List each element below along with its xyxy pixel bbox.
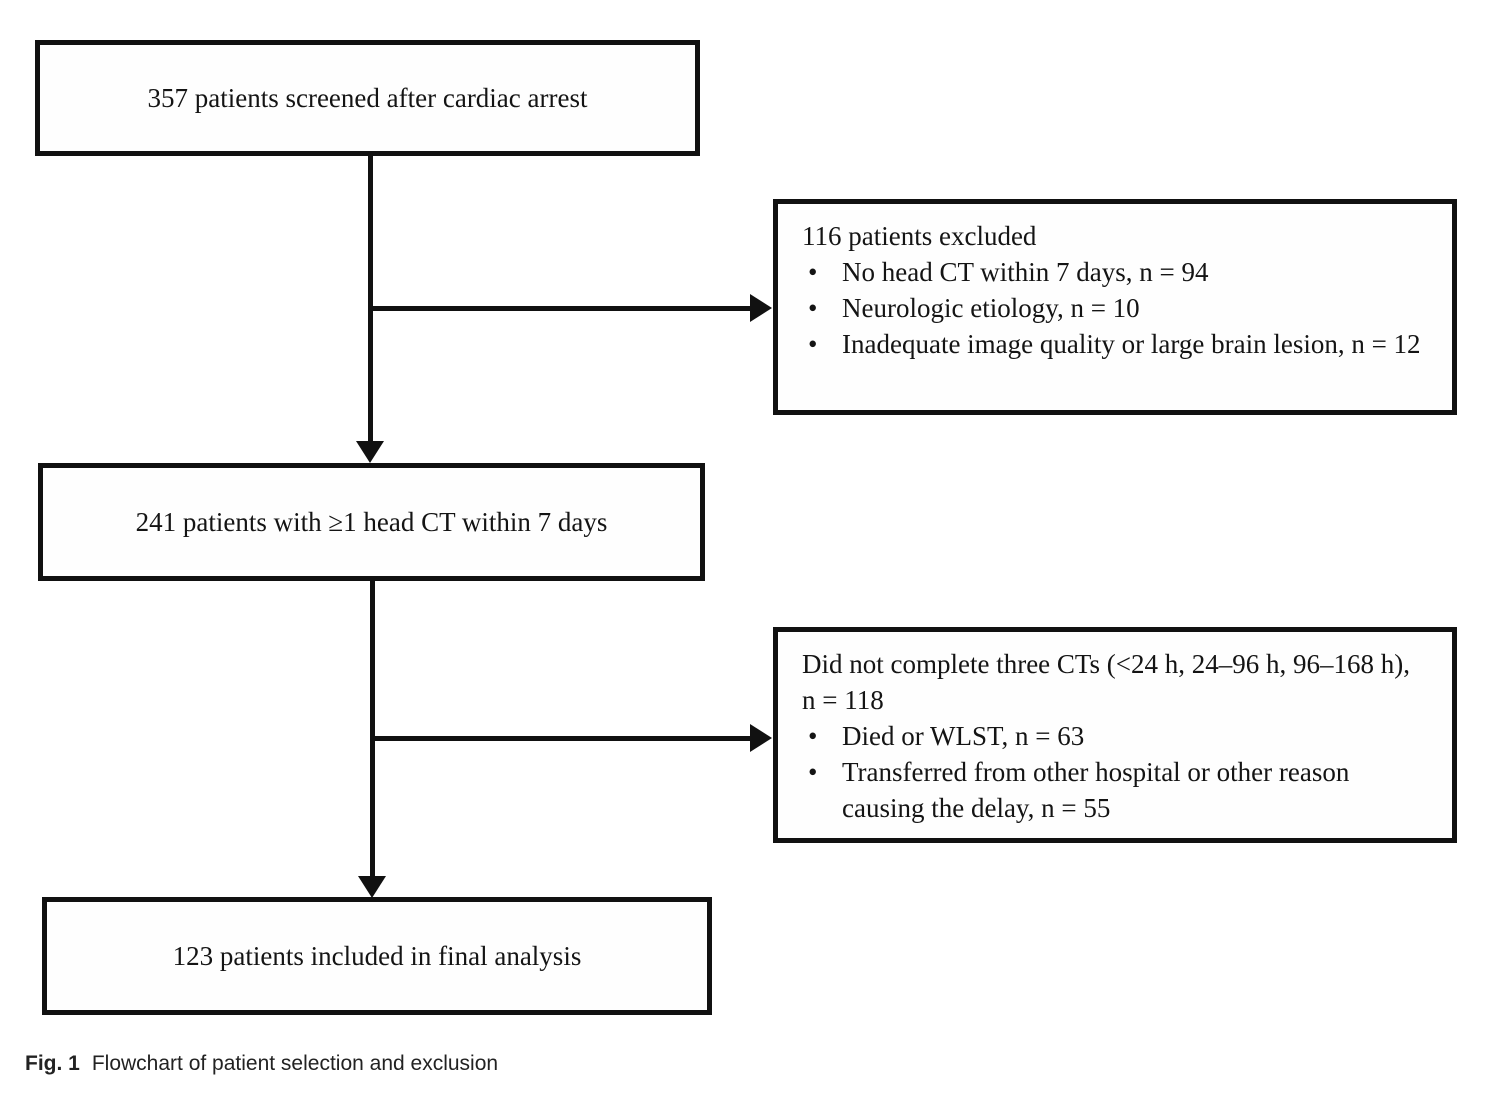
list-item-text: Inadequate image quality or large brain … [842,329,1421,359]
arrow-right-icon [750,724,772,752]
figure-caption-text: Flowchart of patient selection and exclu… [91,1052,499,1075]
figure-caption: Fig. 1 Flowchart of patient selection and… [25,1049,498,1079]
exclusion-incomplete-cts-list: • Died or WLST, n = 63 • Transferred fro… [802,718,1428,826]
bullet-icon: • [808,293,818,323]
box-exclusion-incomplete-cts: Did not complete three CTs (<24 h, 24–96… [773,627,1457,843]
box-patients-head-ct-text: 241 patients with ≥1 head CT within 7 da… [135,507,608,537]
exclusion-incomplete-cts-title: Did not complete three CTs (<24 h, 24–96… [802,649,1411,715]
connector-headct-to-final [370,578,375,878]
box-patients-final-analysis-text: 123 patients included in final analysis [172,941,582,971]
bullet-icon: • [808,329,818,359]
arrow-down-icon [356,441,384,463]
box-patients-screened-text: 357 patients screened after cardiac arre… [147,83,588,113]
box-patients-screened: 357 patients screened after cardiac arre… [35,40,700,156]
bullet-icon: • [808,721,818,751]
box-patients-final-analysis: 123 patients included in final analysis [42,897,712,1015]
list-item: • Died or WLST, n = 63 [802,718,1428,754]
list-item-text: Transferred from other hospital or other… [842,757,1350,823]
arrow-right-icon [750,294,772,322]
list-item-text: No head CT within 7 days, n = 94 [842,257,1209,287]
box-patients-head-ct: 241 patients with ≥1 head CT within 7 da… [38,463,705,581]
list-item: • Inadequate image quality or large brai… [802,326,1428,362]
arrow-down-icon [358,876,386,898]
list-item-text: Died or WLST, n = 63 [842,721,1085,751]
connector-branch-exclusion-2 [370,736,752,741]
list-item: • No head CT within 7 days, n = 94 [802,254,1428,290]
list-item-text: Neurologic etiology, n = 10 [842,293,1140,323]
box-exclusion-screening: 116 patients excluded • No head CT withi… [773,199,1457,415]
exclusion-screening-title: 116 patients excluded [802,221,1037,251]
list-item: • Neurologic etiology, n = 10 [802,290,1428,326]
bullet-icon: • [808,257,818,287]
exclusion-screening-list: • No head CT within 7 days, n = 94 • Neu… [802,254,1428,362]
figure-caption-label: Fig. 1 [25,1052,80,1075]
bullet-icon: • [808,757,818,787]
list-item: • Transferred from other hospital or oth… [802,754,1428,826]
connector-branch-exclusion-1 [368,306,752,311]
connector-screened-to-headct [368,153,373,445]
